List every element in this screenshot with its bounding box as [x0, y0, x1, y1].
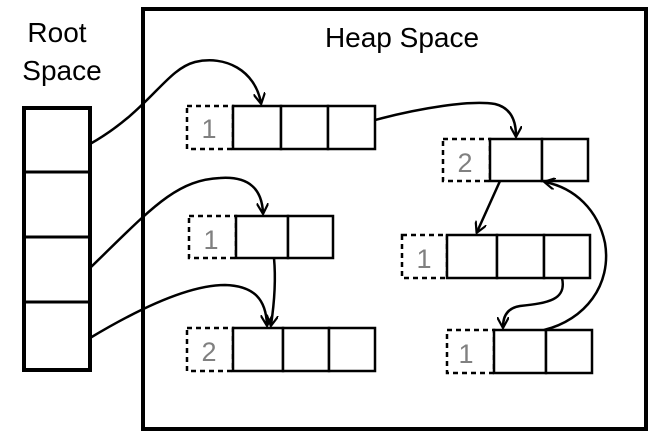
pointer-obj-d-to-obj-f — [503, 277, 565, 327]
pointer-obj-c-to-obj-e — [271, 257, 275, 325]
heap-object-a: 1 — [185, 104, 377, 151]
ref-count: 2 — [457, 148, 472, 178]
heap-object-e: 2 — [185, 326, 377, 373]
ref-count: 1 — [416, 244, 431, 274]
ref-count: 1 — [458, 339, 473, 369]
ref-count: 1 — [201, 114, 216, 144]
pointer-root1-to-obj-a — [89, 59, 261, 146]
ref-count: 1 — [203, 225, 218, 255]
pointer-obj-a-to-obj-b — [374, 101, 516, 136]
ref-count-box — [185, 104, 235, 151]
ref-count-box — [445, 328, 496, 375]
root-space-stack — [22, 106, 92, 372]
heap-object-f: 1 — [445, 328, 594, 375]
heap-space-boundary — [141, 7, 648, 431]
root-space-label-line2: Space — [22, 55, 101, 86]
heap-object-c: 1 — [187, 214, 335, 260]
heap-object-d: 1 — [400, 233, 592, 280]
pointer-root3-to-obj-c — [89, 176, 263, 269]
heap-space-label: Heap Space — [325, 22, 479, 53]
pointer-obj-b-to-obj-d — [477, 180, 502, 232]
root-space-label-line1: Root — [27, 17, 86, 48]
heap-object-b: 2 — [441, 137, 590, 183]
ref-count: 2 — [201, 337, 216, 367]
ref-count-box — [441, 137, 492, 183]
pointer-root4-to-obj-e — [89, 283, 267, 340]
pointer-obj-f-to-obj-b — [544, 182, 608, 332]
